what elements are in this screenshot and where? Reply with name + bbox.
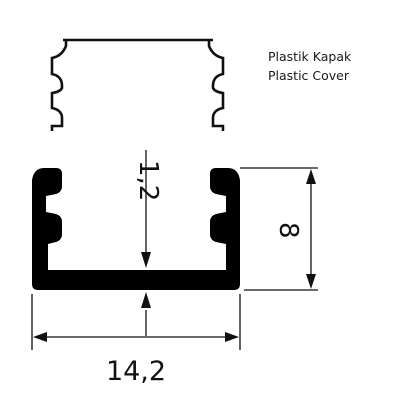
height-arrowhead-top [306,169,316,184]
height-arrowhead-bottom [306,274,316,289]
width-dimension [31,294,241,350]
height-dimension [240,167,318,291]
cover-left-wall [50,40,68,131]
thickness-arrowhead-bottom [141,252,151,268]
u-profile-section [32,168,240,290]
thickness-value: 1,2 [133,160,163,201]
cover-label-turkish: Plastik Kapak [268,49,352,64]
width-value: 14,2 [106,356,166,387]
width-arrowhead-right [225,332,239,342]
width-arrowhead-left [33,332,47,342]
height-value: 8 [273,222,303,239]
cover-right-wall [207,40,225,131]
cover-label-english: Plastic Cover [268,68,350,83]
thickness-arrowhead-up [141,292,151,308]
plastic-cover [50,38,225,131]
thickness-dimension [141,150,151,336]
